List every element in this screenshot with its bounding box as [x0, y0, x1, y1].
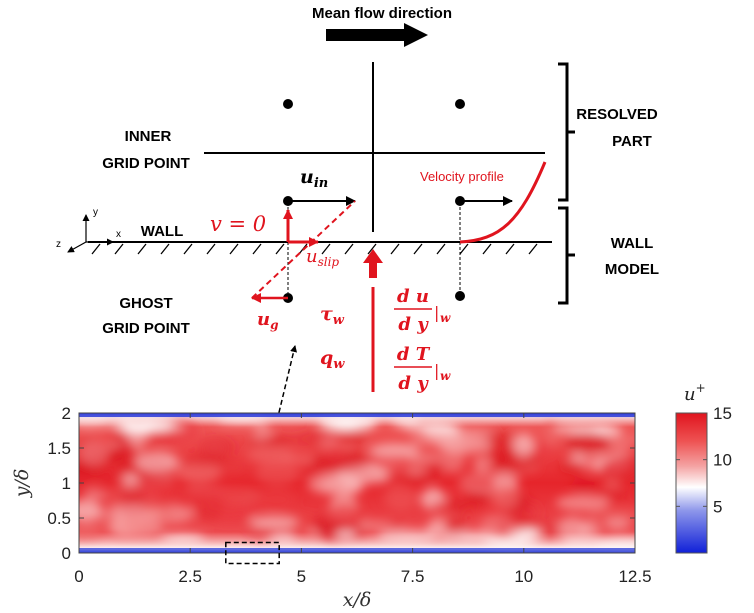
axis-x-letter: x	[116, 229, 121, 240]
axis-y-letter: y	[93, 207, 98, 218]
wall-model-brace	[558, 206, 575, 305]
v-zero-label: v = 0	[210, 212, 266, 236]
x-tick-label: 7.5	[401, 567, 425, 586]
resolved-label-line2: PART	[612, 133, 652, 150]
grid-point	[283, 99, 293, 109]
colorbar-label: u+	[684, 381, 706, 405]
colorbar-tick-label: 10	[713, 451, 732, 470]
u-g-label: ug	[257, 309, 278, 332]
zoom-region-box	[225, 541, 280, 565]
y-axis-label: y/δ	[11, 469, 33, 499]
x-tick-label: 2.5	[178, 567, 202, 586]
inner-grid-label-line2: GRID POINT	[102, 155, 190, 172]
x-tick-label: 5	[297, 567, 306, 586]
y-tick-label: 0	[62, 544, 71, 563]
ghost-grid-point	[455, 291, 465, 301]
wall-model-label-line1: WALL	[611, 235, 654, 252]
svg-text:w: w	[440, 369, 451, 383]
svg-text:|: |	[434, 361, 439, 380]
q-w-label: qw	[320, 347, 345, 372]
velocity-profile-curve	[459, 161, 547, 244]
ghost-grid-label-line1: GHOST	[119, 295, 172, 312]
colorbar-ticks: 5 10 15	[676, 404, 732, 516]
x-axis-label: x/δ	[343, 589, 372, 611]
wall-model-label-line2: MODEL	[605, 261, 659, 278]
svg-text:d T: d T	[397, 344, 431, 365]
grid-point	[455, 99, 465, 109]
velocity-profile-label: Velocity profile	[420, 169, 504, 184]
y-tick-label: 0.5	[47, 509, 71, 528]
svg-text:d y: d y	[398, 314, 429, 335]
x-tick-label: 12.5	[618, 567, 651, 586]
svg-text:d u: d u	[397, 286, 429, 307]
velocity-contour-field	[79, 413, 635, 553]
inner-grid-label-line1: INNER	[125, 128, 172, 145]
resolved-label-line1: RESOLVED	[576, 106, 658, 123]
colorbar	[675, 412, 708, 554]
slip-extrapolation-line	[251, 200, 356, 299]
colorbar-tick-label: 15	[713, 404, 732, 423]
flow-direction-label: Mean flow direction	[312, 5, 452, 22]
tau-w-label: τw	[320, 303, 345, 328]
axis-z-letter: z	[56, 239, 61, 250]
y-tick-label: 1	[62, 474, 71, 493]
wall-surface	[88, 241, 552, 255]
y-tick-label: 1.5	[47, 439, 71, 458]
svg-text:d y: d y	[398, 373, 429, 394]
x-tick-label: 10	[514, 567, 533, 586]
wall-label: WALL	[141, 223, 184, 240]
svg-text:w: w	[440, 311, 451, 325]
u-in-label: uin	[300, 166, 328, 191]
u-slip-label: uslip	[306, 246, 339, 269]
resolved-part-brace	[558, 62, 575, 202]
x-axis: 0 2.5 5 7.5 10 12.5	[74, 413, 652, 586]
du-dy-fraction: d u d y | w	[394, 286, 451, 335]
dT-dy-fraction: d T d y | w	[394, 344, 451, 394]
y-axis: 0 0.5 1 1.5 2	[47, 404, 635, 563]
colorbar-tick-label: 5	[713, 497, 722, 516]
coordinate-axes-icon	[67, 214, 114, 253]
svg-text:|: |	[434, 303, 439, 322]
y-tick-label: 2	[62, 404, 71, 423]
wall-flux-arrow	[363, 249, 383, 278]
ghost-grid-label-line2: GRID POINT	[102, 320, 190, 337]
flow-direction-arrow	[326, 23, 428, 47]
x-tick-label: 0	[74, 567, 83, 586]
